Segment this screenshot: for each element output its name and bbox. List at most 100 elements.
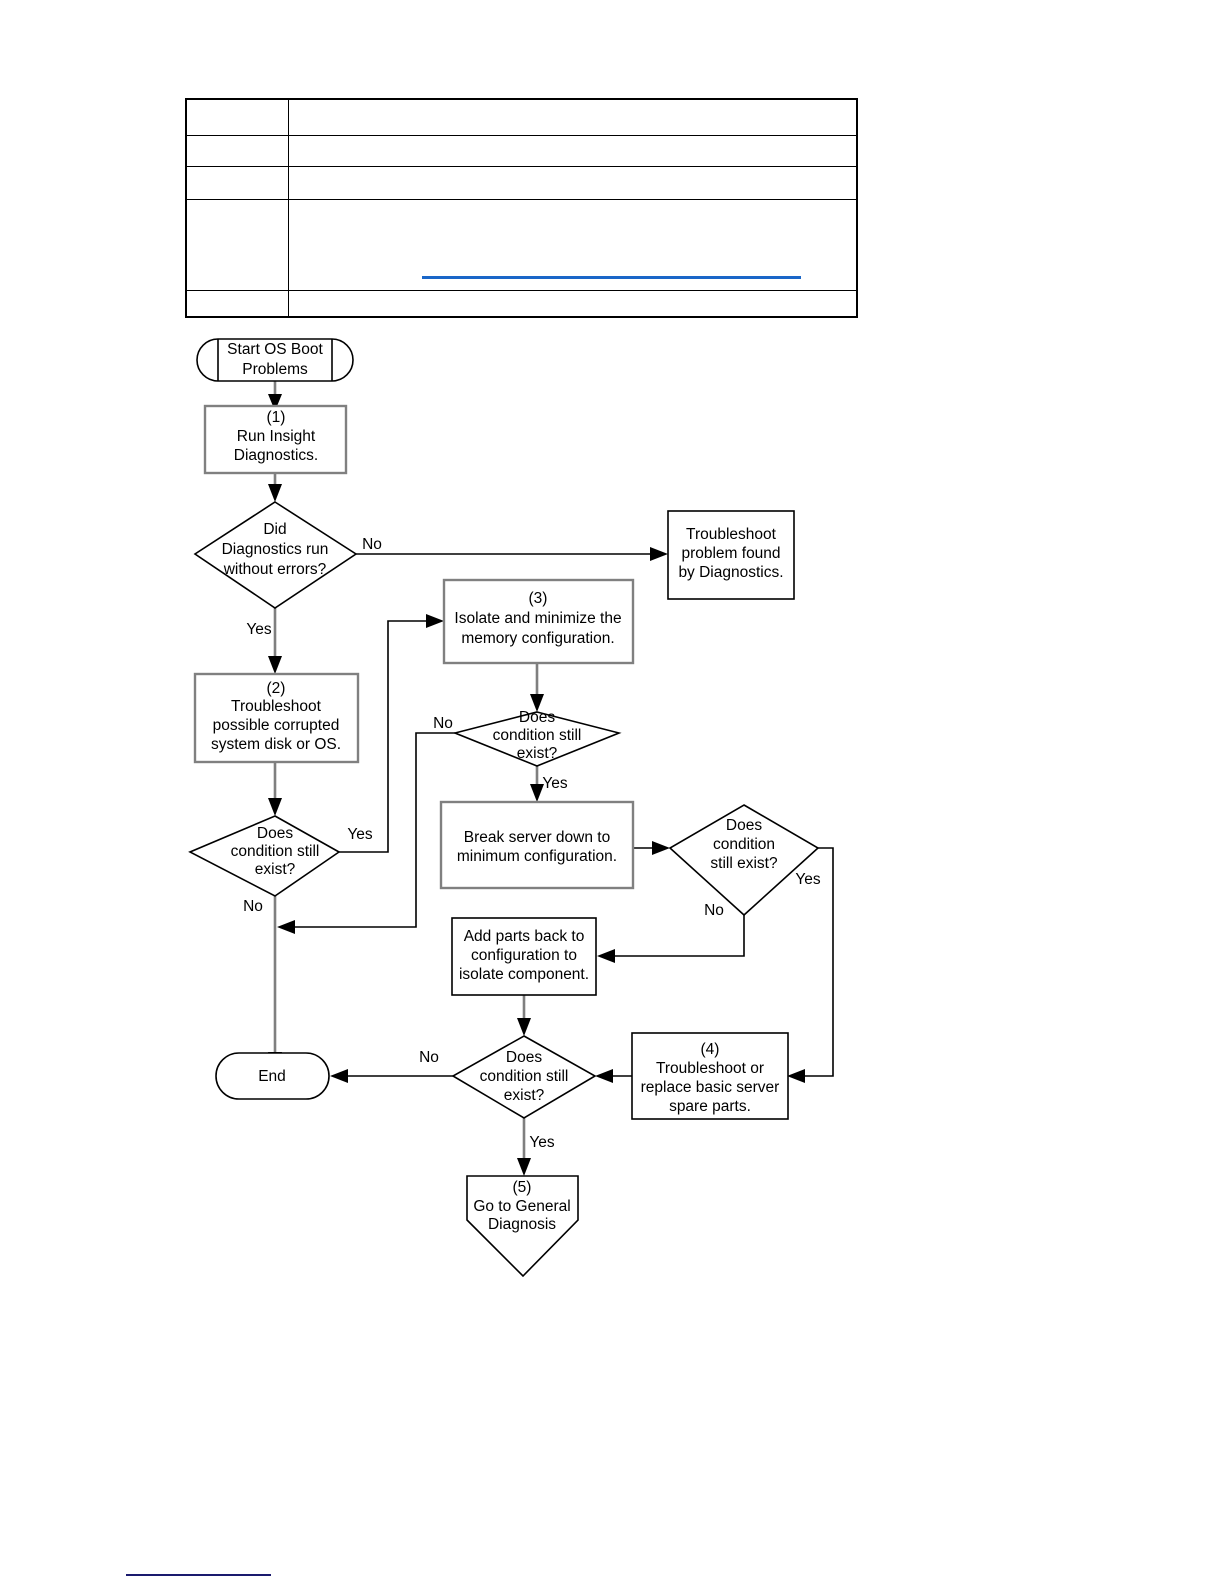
- info-table: [185, 98, 858, 318]
- node-step5-line2: Go to General: [473, 1198, 570, 1215]
- node-d4-line1: Does: [726, 817, 762, 834]
- node-decision-final-condition[interactable]: Does condition still exist?: [451, 1035, 597, 1119]
- edge-label-d5-no: No: [419, 1049, 439, 1066]
- node-start-line1: Start OS Boot: [227, 341, 323, 358]
- node-step4-line2: Troubleshoot or: [656, 1060, 764, 1077]
- node-step2-line2: Troubleshoot: [231, 698, 322, 715]
- node-d4-line2: condition: [713, 836, 775, 853]
- node-decision-memory-condition[interactable]: Does condition still exist?: [452, 709, 622, 767]
- node-decision-diagnostics-errors[interactable]: Did Diagnostics run without errors?: [193, 501, 358, 609]
- edge-label-d2-no: No: [243, 898, 263, 915]
- edge-d5-yes-to-step5: [517, 1118, 531, 1176]
- node-start-line2: Problems: [242, 361, 308, 378]
- node-tsfound-line2: problem found: [681, 545, 780, 562]
- edge-d1-yes-to-step2: [268, 608, 282, 674]
- edge-breakdown-to-d4: [633, 841, 670, 855]
- table-row: [185, 290, 858, 318]
- node-addparts-line2: configuration to: [471, 947, 577, 964]
- edge-label-d3-no: No: [433, 715, 453, 732]
- node-tsfound-line3: by Diagnostics.: [678, 564, 783, 581]
- edge-d4-yes-to-step4: [787, 847, 834, 1083]
- footer-rule: [126, 1574, 271, 1576]
- edge-d2-no-to-end: [268, 896, 282, 1070]
- table-cell-content: [288, 166, 858, 200]
- node-d5-line2: condition still: [480, 1068, 569, 1085]
- node-d5-line3: exist?: [504, 1087, 545, 1104]
- node-step2-line1: (2): [267, 680, 286, 697]
- node-step4-line4: spare parts.: [669, 1098, 751, 1115]
- node-d4-line3: still exist?: [710, 855, 778, 872]
- table-row: [185, 98, 858, 136]
- node-d3-line1: Does: [519, 709, 555, 726]
- table-row: [185, 166, 858, 200]
- node-end-label: End: [258, 1068, 286, 1085]
- edge-d5-no-to-end: [330, 1069, 453, 1083]
- edge-label-d1-yes: Yes: [246, 621, 272, 638]
- edge-addparts-to-d5: [517, 995, 531, 1036]
- table-cell-label: [185, 135, 289, 167]
- node-tsfound-line1: Troubleshoot: [686, 526, 777, 543]
- node-step3-line1: (3): [529, 590, 548, 607]
- node-step5-line1: (5): [513, 1179, 532, 1196]
- edge-label-d2-yes: Yes: [347, 826, 373, 843]
- node-d2-line3: exist?: [255, 861, 296, 878]
- edge-label-d1-no: No: [362, 536, 382, 553]
- table-cell-content: [288, 98, 858, 136]
- edge-d3-no-to-end: [277, 732, 455, 934]
- edge-d2-yes-to-step3: [339, 614, 444, 853]
- node-d2-line2: condition still: [231, 843, 320, 860]
- table-row: [185, 199, 858, 291]
- edge-step1-to-d1: [268, 473, 282, 502]
- node-d5-line1: Does: [506, 1049, 542, 1066]
- node-step3-line3: memory configuration.: [461, 630, 614, 647]
- node-step5[interactable]: (5) Go to General Diagnosis: [466, 1175, 579, 1278]
- edge-label-d4-yes: Yes: [795, 871, 821, 888]
- node-step2-line4: system disk or OS.: [211, 736, 341, 753]
- node-d2-line1: Does: [257, 825, 293, 842]
- node-decision-os-condition[interactable]: Does condition still exist?: [188, 815, 341, 897]
- node-step4-line3: replace basic server: [641, 1079, 780, 1096]
- edge-label-d5-yes: Yes: [529, 1134, 555, 1151]
- node-d1-line2: Diagnostics run: [222, 541, 329, 558]
- node-start[interactable]: Start OS Boot Problems: [196, 338, 354, 382]
- node-step4-line1: (4): [701, 1041, 720, 1058]
- node-step1[interactable]: (1) Run Insight Diagnostics.: [203, 404, 348, 475]
- table-cell-label: [185, 290, 289, 318]
- node-breakdown-line2: minimum configuration.: [457, 848, 617, 865]
- edge-step4-to-d5: [595, 1069, 632, 1083]
- edge-label-d4-no: No: [704, 902, 724, 919]
- node-step2-line3: possible corrupted: [213, 717, 340, 734]
- edge-d3-yes-to-breakdown: [530, 766, 544, 802]
- hyperlink-underline[interactable]: [422, 276, 801, 279]
- node-break-server-down[interactable]: Break server down to minimum configurati…: [439, 800, 635, 890]
- node-breakdown-line1: Break server down to: [464, 829, 610, 846]
- edge-d1-no-to-troubleshoot: [356, 547, 668, 561]
- node-add-parts-back[interactable]: Add parts back to configuration to isola…: [451, 917, 597, 996]
- table-cell-label: [185, 166, 289, 200]
- node-troubleshoot-found[interactable]: Troubleshoot problem found by Diagnostic…: [667, 510, 795, 600]
- node-step1-line1: (1): [267, 409, 286, 426]
- table-cell-content: [288, 135, 858, 167]
- node-step2[interactable]: (2) Troubleshoot possible corrupted syst…: [193, 672, 360, 764]
- node-step1-line3: Diagnostics.: [234, 447, 318, 464]
- table-cell-label: [185, 199, 289, 291]
- node-d1-line3: without errors?: [223, 561, 327, 578]
- node-step1-line2: Run Insight: [237, 428, 316, 445]
- edge-label-d3-yes: Yes: [542, 775, 568, 792]
- table-cell-content: [288, 290, 858, 318]
- node-step5-line3: Diagnosis: [488, 1216, 556, 1233]
- node-step4[interactable]: (4) Troubleshoot or replace basic server…: [631, 1032, 789, 1120]
- node-end[interactable]: End: [215, 1052, 330, 1100]
- edge-step3-to-d3: [530, 663, 544, 712]
- node-step3-line2: Isolate and minimize the: [454, 610, 621, 627]
- node-d3-line2: condition still: [493, 727, 582, 744]
- node-step3[interactable]: (3) Isolate and minimize the memory conf…: [442, 578, 635, 665]
- node-addparts-line1: Add parts back to: [464, 928, 585, 945]
- flowchart-diagram: troubleshoot found --> step2 --> routes …: [188, 338, 834, 1278]
- node-d1-line1: Did: [263, 521, 286, 538]
- node-d3-line3: exist?: [517, 745, 558, 762]
- node-decision-minimum-config[interactable]: Does condition still exist?: [668, 804, 820, 917]
- table-row: [185, 135, 858, 167]
- edge-step2-to-d2: [268, 762, 282, 816]
